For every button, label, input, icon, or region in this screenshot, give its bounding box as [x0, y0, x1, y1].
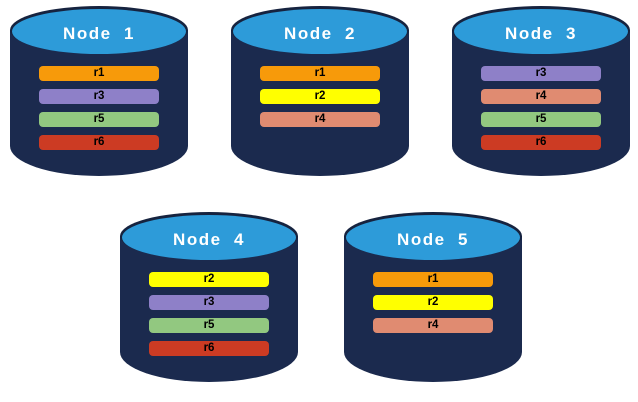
- node-cylinder-4[interactable]: Node 4 r2 r3 r5 r6: [118, 210, 300, 394]
- cylinder-top-face: [122, 215, 296, 260]
- replica-list: r3 r4 r5 r6: [481, 66, 601, 150]
- replica-list: r2 r3 r5 r6: [149, 272, 269, 356]
- replica-bar-r2[interactable]: r2: [260, 89, 380, 104]
- node-cylinder-1[interactable]: Node 1 r1 r3 r5 r6: [8, 4, 190, 188]
- replica-bar-r2[interactable]: r2: [149, 272, 269, 287]
- replica-bar-r4[interactable]: r4: [373, 318, 493, 333]
- replica-bar-r3[interactable]: r3: [149, 295, 269, 310]
- replica-list: r1 r2 r4: [260, 66, 380, 127]
- replica-bar-r1[interactable]: r1: [39, 66, 159, 81]
- replica-bar-r6[interactable]: r6: [149, 341, 269, 356]
- cylinder-top-face: [346, 215, 520, 260]
- node-label: Node 2: [284, 24, 356, 43]
- node-label: Node 5: [397, 230, 469, 249]
- replica-bar-r5[interactable]: r5: [149, 318, 269, 333]
- replica-list: r1 r2 r4: [373, 272, 493, 333]
- node-cylinder-2[interactable]: Node 2 r1 r2 r4: [229, 4, 411, 188]
- replica-bar-r6[interactable]: r6: [39, 135, 159, 150]
- replica-bar-r3[interactable]: r3: [481, 66, 601, 81]
- cylinder-top-face: [12, 9, 186, 54]
- cylinder-top-face: [454, 9, 628, 54]
- replica-bar-r6[interactable]: r6: [481, 135, 601, 150]
- replica-bar-r5[interactable]: r5: [481, 112, 601, 127]
- node-label: Node 1: [63, 24, 135, 43]
- node-label: Node 3: [505, 24, 577, 43]
- replica-list: r1 r3 r5 r6: [39, 66, 159, 150]
- node-label: Node 4: [173, 230, 245, 249]
- replica-bar-r2[interactable]: r2: [373, 295, 493, 310]
- node-cylinder-5[interactable]: Node 5 r1 r2 r4: [342, 210, 524, 394]
- node-cylinder-3[interactable]: Node 3 r3 r4 r5 r6: [450, 4, 632, 188]
- replica-bar-r3[interactable]: r3: [39, 89, 159, 104]
- replica-bar-r5[interactable]: r5: [39, 112, 159, 127]
- replica-bar-r1[interactable]: r1: [373, 272, 493, 287]
- replica-bar-r4[interactable]: r4: [260, 112, 380, 127]
- replica-bar-r4[interactable]: r4: [481, 89, 601, 104]
- replica-bar-r1[interactable]: r1: [260, 66, 380, 81]
- cylinder-top-face: [233, 9, 407, 54]
